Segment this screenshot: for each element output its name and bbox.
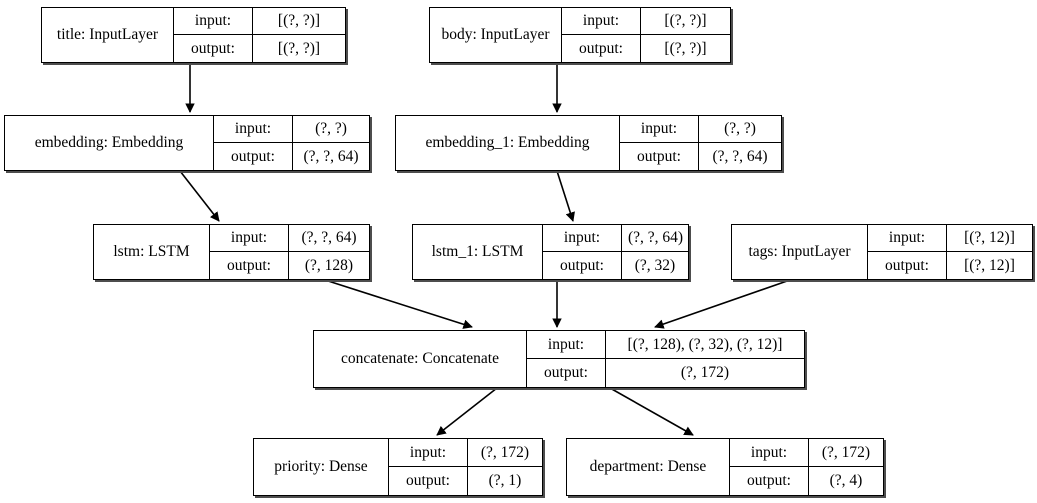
edge-lstm-to-concatenate bbox=[324, 279, 473, 329]
output-label-tags: output: bbox=[868, 252, 947, 279]
layer-name-title: title: InputLayer bbox=[56, 26, 159, 44]
layer-node-lstm_1[interactable]: lstm_1: LSTM input: (?, ?, 64) output: (?, 3… bbox=[412, 224, 689, 280]
input-label-concatenate: input: bbox=[527, 331, 606, 358]
input-shape-value-embedding_1: (?, ?) bbox=[724, 120, 756, 137]
layer-node-tags[interactable]: tags: InputLayer input: [(?, 12)] output: [(… bbox=[731, 224, 1033, 280]
input-shape-row-lstm_1: input: (?, ?, 64) bbox=[543, 225, 688, 252]
layer-name-lstm: lstm: LSTM bbox=[113, 243, 190, 261]
output-shape-value-concatenate: (?, 172) bbox=[680, 364, 730, 381]
layer-node-lstm[interactable]: lstm: LSTM input: (?, ?, 64) output: (?, 128… bbox=[93, 224, 370, 280]
input-shape-value-priority: (?, 172) bbox=[480, 443, 530, 461]
layer-node-priority[interactable]: priority: Dense input: (?, 172) output: (?, … bbox=[253, 438, 543, 496]
input-shape-row-title: input: [(?, ?)] bbox=[174, 8, 345, 35]
input-label-lstm_1: input: bbox=[543, 225, 622, 251]
layer-name-embedding_1: embedding_1: Embedding bbox=[425, 134, 590, 152]
input-label-department: input: bbox=[730, 439, 809, 466]
output-label-lstm_1: output: bbox=[543, 252, 622, 279]
output-label-lstm: output: bbox=[210, 252, 289, 279]
io-shape-table-title: input: [(?, ?)] output: [(?, ?)] bbox=[173, 8, 345, 62]
output-shape-row-lstm_1: output: (?, 32) bbox=[543, 252, 688, 279]
input-label-body: input: bbox=[562, 8, 641, 34]
input-shape-value-lstm: (?, ?, 64) bbox=[301, 229, 357, 246]
input-shape-row-priority: input: (?, 172) bbox=[389, 439, 542, 467]
layer-node-concatenate[interactable]: concatenate: Concatenate input: [(?, 128),… bbox=[313, 330, 805, 388]
output-shape-row-priority: output: (?, 1) bbox=[389, 467, 542, 495]
edge-concatenate-to-priority bbox=[436, 387, 498, 436]
layer-name-priority: priority: Dense bbox=[274, 458, 368, 476]
layer-name-department: department: Dense bbox=[589, 458, 707, 476]
io-shape-table-embedding: input: (?, ?) output: (?, ?, 64) bbox=[213, 116, 369, 170]
output-label-priority: output: bbox=[389, 467, 468, 495]
input-shape-value-body: [(?, ?)] bbox=[664, 12, 707, 29]
output-shape-value-lstm_1: (?, 32) bbox=[634, 256, 676, 274]
layer-node-embedding[interactable]: embedding: Embedding input: (?, ?) output: (… bbox=[4, 115, 370, 171]
output-shape-value-tags: [(?, 12)] bbox=[964, 256, 1015, 274]
output-shape-value-body: [(?, ?)] bbox=[664, 39, 707, 57]
layer-name-embedding: embedding: Embedding bbox=[34, 134, 184, 152]
edge-embedding-to-lstm bbox=[179, 170, 220, 222]
input-shape-value-tags: [(?, 12)] bbox=[964, 229, 1015, 246]
io-shape-table-lstm: input: (?, ?, 64) output: (?, 128) bbox=[209, 225, 369, 279]
output-shape-row-title: output: [(?, ?)] bbox=[174, 35, 345, 62]
output-shape-row-tags: output: [(?, 12)] bbox=[868, 252, 1032, 279]
layer-node-body[interactable]: body: InputLayer input: [(?, ?)] output: [(?… bbox=[429, 7, 731, 63]
input-shape-value-title: [(?, ?)] bbox=[277, 12, 321, 29]
layer-name-body: body: InputLayer bbox=[441, 26, 550, 44]
layer-node-title[interactable]: title: InputLayer input: [(?, ?)] output: [(… bbox=[41, 7, 346, 63]
layer-node-department[interactable]: department: Dense input: (?, 172) output: (?… bbox=[566, 438, 884, 496]
output-label-department: output: bbox=[730, 467, 809, 495]
output-label-embedding: output: bbox=[214, 143, 293, 170]
output-shape-value-lstm: (?, 128) bbox=[304, 256, 354, 274]
input-shape-row-department: input: (?, 172) bbox=[730, 439, 883, 467]
layer-name-lstm_1: lstm_1: LSTM bbox=[431, 243, 524, 261]
output-shape-value-title: [(?, ?)] bbox=[277, 39, 321, 57]
input-shape-row-body: input: [(?, ?)] bbox=[562, 8, 730, 35]
input-shape-value-department: (?, 172) bbox=[821, 443, 871, 461]
io-shape-table-tags: input: [(?, 12)] output: [(?, 12)] bbox=[867, 225, 1032, 279]
output-shape-value-priority: (?, 1) bbox=[488, 472, 522, 489]
layer-name-tags: tags: InputLayer bbox=[748, 243, 851, 261]
output-shape-row-department: output: (?, 4) bbox=[730, 467, 883, 495]
output-shape-row-lstm: output: (?, 128) bbox=[210, 252, 369, 279]
output-shape-row-body: output: [(?, ?)] bbox=[562, 35, 730, 62]
edge-embedding_1-to-lstm_1 bbox=[556, 170, 575, 222]
input-label-embedding: input: bbox=[214, 116, 293, 142]
output-label-concatenate: output: bbox=[527, 359, 606, 387]
output-shape-row-embedding_1: output: (?, ?, 64) bbox=[620, 143, 781, 170]
io-shape-table-priority: input: (?, 172) output: (?, 1) bbox=[388, 439, 542, 495]
layer-name-concatenate: concatenate: Concatenate bbox=[341, 350, 499, 368]
input-shape-row-embedding: input: (?, ?) bbox=[214, 116, 369, 143]
input-shape-row-lstm: input: (?, ?, 64) bbox=[210, 225, 369, 252]
input-label-tags: input: bbox=[868, 225, 947, 251]
layer-node-embedding_1[interactable]: embedding_1: Embedding input: (?, ?) output… bbox=[395, 115, 782, 171]
input-shape-row-embedding_1: input: (?, ?) bbox=[620, 116, 781, 143]
input-shape-row-concatenate: input: [(?, 128), (?, 32), (?, 12)] bbox=[527, 331, 804, 359]
input-shape-value-lstm_1: (?, ?, 64) bbox=[628, 229, 684, 246]
output-shape-value-embedding: (?, ?, 64) bbox=[303, 147, 359, 165]
input-label-embedding_1: input: bbox=[620, 116, 699, 142]
output-shape-value-department: (?, 4) bbox=[829, 472, 863, 489]
io-shape-table-body: input: [(?, ?)] output: [(?, ?)] bbox=[561, 8, 730, 62]
output-label-title: output: bbox=[174, 35, 253, 62]
output-shape-row-concatenate: output: (?, 172) bbox=[527, 359, 804, 387]
output-shape-value-embedding_1: (?, ?, 64) bbox=[712, 147, 768, 165]
edge-concatenate-to-department bbox=[609, 387, 694, 436]
io-shape-table-embedding_1: input: (?, ?) output: (?, ?, 64) bbox=[619, 116, 781, 170]
input-shape-value-concatenate: [(?, 128), (?, 32), (?, 12)] bbox=[627, 335, 783, 353]
output-label-body: output: bbox=[562, 35, 641, 62]
io-shape-table-concatenate: input: [(?, 128), (?, 32), (?, 12)] output… bbox=[526, 331, 804, 387]
edge-tags-to-concatenate bbox=[654, 279, 791, 329]
output-shape-row-embedding: output: (?, ?, 64) bbox=[214, 143, 369, 170]
input-label-title: input: bbox=[174, 8, 253, 34]
input-shape-row-tags: input: [(?, 12)] bbox=[868, 225, 1032, 252]
io-shape-table-lstm_1: input: (?, ?, 64) output: (?, 32) bbox=[542, 225, 688, 279]
output-label-embedding_1: output: bbox=[620, 143, 699, 170]
input-label-priority: input: bbox=[389, 439, 468, 466]
input-shape-value-embedding: (?, ?) bbox=[315, 120, 347, 137]
io-shape-table-department: input: (?, 172) output: (?, 4) bbox=[729, 439, 883, 495]
input-label-lstm: input: bbox=[210, 225, 289, 251]
